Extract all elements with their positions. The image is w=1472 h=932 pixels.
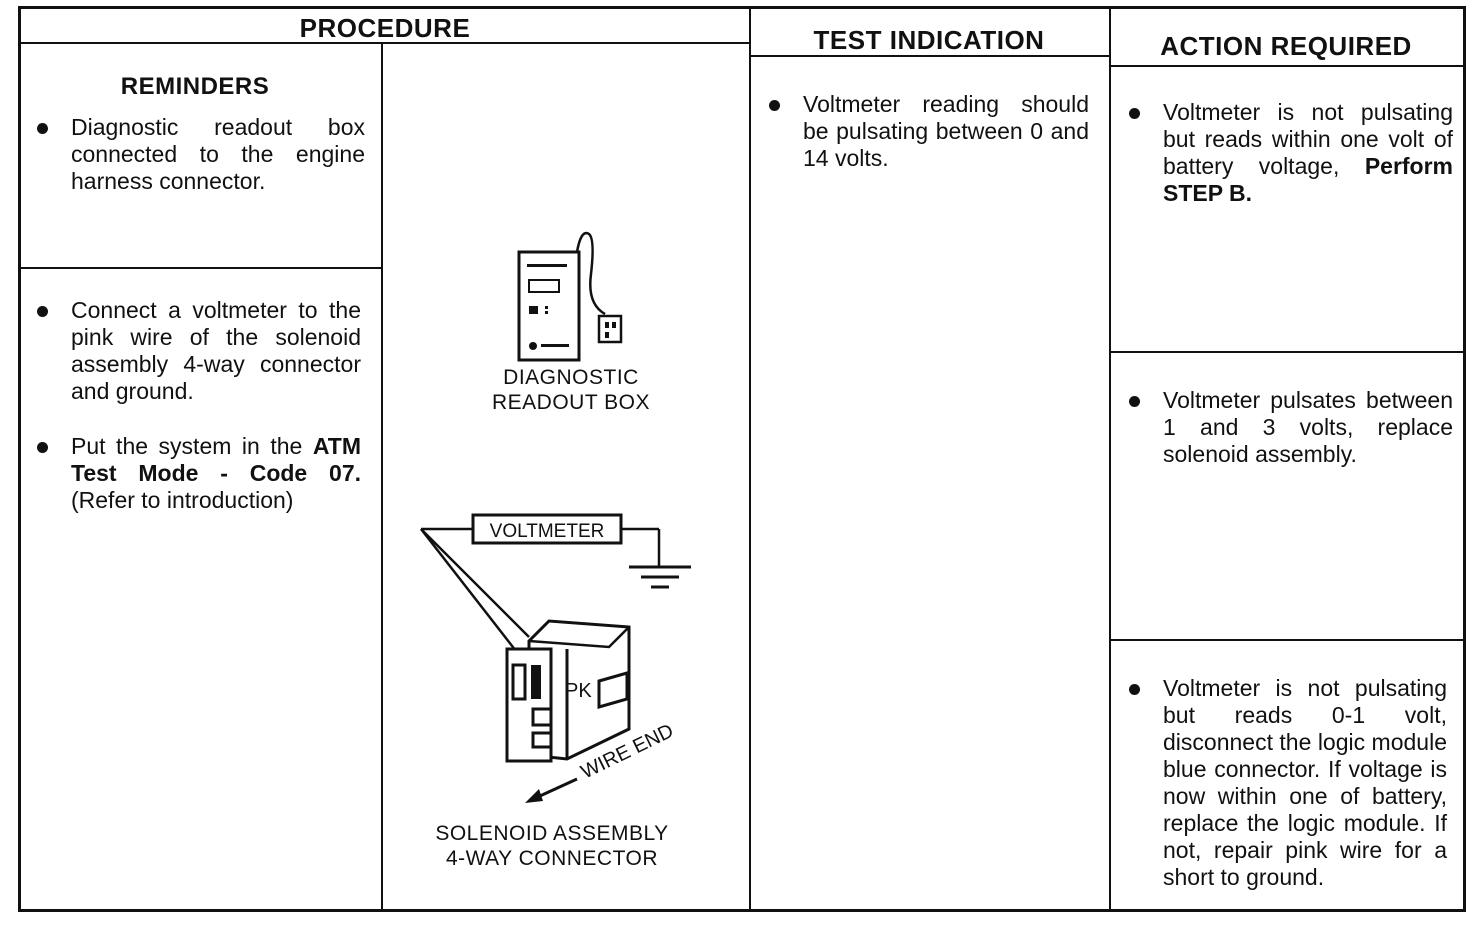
step-test-mode: Put the system in the ATM Test Mode - Co… bbox=[25, 433, 361, 514]
reminders-cell: REMINDERS Diagnostic readout box connect… bbox=[25, 73, 365, 215]
header-underline-test bbox=[749, 55, 1109, 57]
action-cell-1: Voltmeter is not pulsating but reads wit… bbox=[1117, 99, 1453, 227]
pink-wire-label: PK bbox=[565, 680, 592, 702]
step-test-mode-bold: ATM Test Mode - Code 07. bbox=[71, 433, 361, 486]
reminders-title: REMINDERS bbox=[120, 73, 270, 100]
action-divider-1 bbox=[1109, 351, 1463, 353]
diagnostic-table: PROCEDURE TEST INDICATION ACTION REQUIRE… bbox=[18, 6, 1466, 912]
connector-caption: SOLENOID ASSEMBLY 4-WAY CONNECTOR bbox=[417, 821, 687, 871]
action-cell-3: Voltmeter is not pulsating but reads 0-1… bbox=[1117, 675, 1447, 911]
header-underline-action bbox=[1109, 65, 1463, 67]
test-indication-cell: Voltmeter reading should be pulsating be… bbox=[757, 91, 1089, 192]
readout-box-caption: DIAGNOSTIC READOUT BOX bbox=[471, 365, 671, 415]
reminder-item: Diagnostic readout box connected to the … bbox=[25, 114, 365, 195]
action-item-3: Voltmeter is not pulsating but reads 0-1… bbox=[1117, 675, 1447, 891]
col-divider-reminders-figures bbox=[381, 42, 383, 909]
header-underline-procedure bbox=[21, 42, 749, 44]
header-procedure: PROCEDURE bbox=[299, 13, 471, 43]
action-divider-2 bbox=[1109, 639, 1463, 641]
step-test-mode-post: (Refer to introduction) bbox=[71, 487, 294, 513]
readout-box-caption-line2: READOUT BOX bbox=[492, 391, 650, 414]
header-action-required: ACTION REQUIRED bbox=[1160, 31, 1412, 61]
reminders-divider bbox=[21, 267, 381, 269]
solenoid-connector-figure: VOLTMETER PK WIRE END bbox=[420, 513, 691, 803]
step-test-mode-pre: Put the system in the bbox=[71, 433, 303, 459]
action-item-1-pre: Voltmeter is not pulsating but reads wit… bbox=[1163, 99, 1453, 179]
test-indication-item: Voltmeter reading should be pulsating be… bbox=[757, 91, 1089, 172]
readout-box-caption-line1: DIAGNOSTIC bbox=[503, 366, 639, 389]
action-item-1-bold: Perform STEP B. bbox=[1163, 153, 1454, 206]
action-item-1: Voltmeter is not pulsating but reads wit… bbox=[1117, 99, 1453, 207]
col-divider-test-action bbox=[1109, 9, 1111, 909]
col-divider-procedure-test bbox=[749, 9, 751, 909]
connector-caption-line2: 4-WAY CONNECTOR bbox=[445, 847, 659, 870]
connector-caption-line1: SOLENOID ASSEMBLY bbox=[435, 822, 669, 845]
action-item-2: Voltmeter pulsates between 1 and 3 volts… bbox=[1117, 387, 1453, 468]
readout-box-figure bbox=[517, 231, 623, 362]
steps-cell: Connect a voltmeter to the pink wire of … bbox=[25, 297, 361, 534]
header-test-indication: TEST INDICATION bbox=[813, 25, 1045, 55]
step-connect-voltmeter: Connect a voltmeter to the pink wire of … bbox=[25, 297, 361, 405]
action-cell-2: Voltmeter pulsates between 1 and 3 volts… bbox=[1117, 387, 1453, 488]
voltmeter-label: VOLTMETER bbox=[490, 521, 605, 542]
